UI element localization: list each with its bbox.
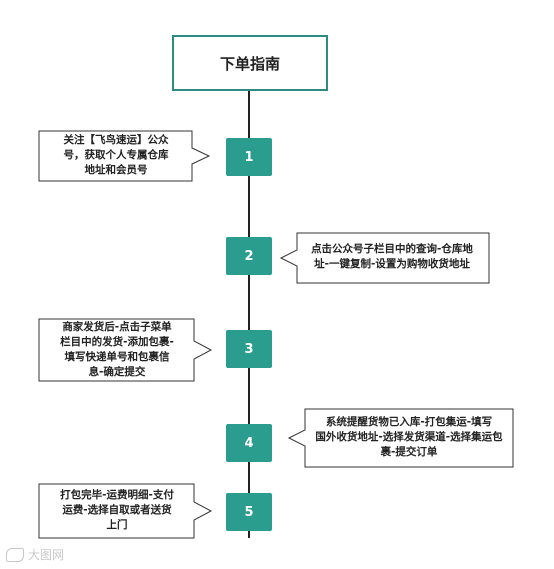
- watermark: 大图网: [6, 546, 64, 563]
- step-5-box: 5: [226, 493, 272, 531]
- step-4-line-2: 国外收货地址-选择发货渠道-选择集运包: [315, 431, 503, 443]
- step-2-callout: 点击公众号子栏目中的查询-仓库地 址-一键复制-设置为购物收货地址: [279, 232, 490, 284]
- watermark-text: 大图网: [28, 548, 65, 562]
- step-1-line-1: 关注【飞鸟速运】公众: [63, 134, 169, 146]
- step-4-line-3: 裹-提交订单: [380, 446, 438, 458]
- step-3-callout-shape: [38, 318, 213, 382]
- step-1-callout-shape: [38, 130, 211, 182]
- step-4-callout-shape: [287, 408, 514, 468]
- step-2-line-1: 点击公众号子栏目中的查询-仓库地: [311, 243, 473, 255]
- step-3-line-3: 填写快递单号和包裹信: [64, 351, 170, 363]
- step-2-callout-shape: [279, 232, 490, 284]
- step-5-line-2: 运费-选择自取或者送货: [62, 504, 172, 516]
- step-2-line-2: 址-一键复制-设置为购物收货地址: [314, 258, 470, 270]
- step-4-box: 4: [226, 424, 272, 462]
- step-5-line-1: 打包完毕-运费明细-支付: [60, 489, 174, 501]
- timeline-spine: [248, 91, 250, 538]
- step-1-box: 1: [226, 138, 272, 176]
- diagram-title: 下单指南: [172, 35, 328, 91]
- step-4-callout: 系统提醒货物已入库-打包集运-填写 国外收货地址-选择发货渠道-选择集运包 裹-…: [287, 408, 514, 468]
- step-1-line-2: 号，获取个人专属仓库: [63, 149, 169, 161]
- step-5-callout: 打包完毕-运费明细-支付 运费-选择自取或者送货 上门: [38, 483, 213, 539]
- step-1-callout: 关注【飞鸟速运】公众 号，获取个人专属仓库 地址和会员号: [38, 130, 211, 182]
- step-2-box: 2: [226, 237, 272, 275]
- step-4-line-1: 系统提醒货物已入库-打包集运-填写: [325, 416, 493, 428]
- step-3-line-1: 商家发货后-点击子菜单: [62, 321, 172, 333]
- step-5-line-3: 上门: [106, 519, 128, 531]
- watermark-logo-icon: [6, 547, 24, 562]
- step-1-line-3: 地址和会员号: [84, 164, 148, 176]
- step-3-line-2: 栏目中的发货-添加包裹-: [60, 336, 174, 348]
- step-3-line-4: 息-确定提交: [88, 366, 146, 378]
- step-3-box: 3: [226, 330, 272, 368]
- step-5-callout-shape: [38, 483, 213, 539]
- step-3-callout: 商家发货后-点击子菜单 栏目中的发货-添加包裹- 填写快递单号和包裹信 息-确定…: [38, 318, 213, 382]
